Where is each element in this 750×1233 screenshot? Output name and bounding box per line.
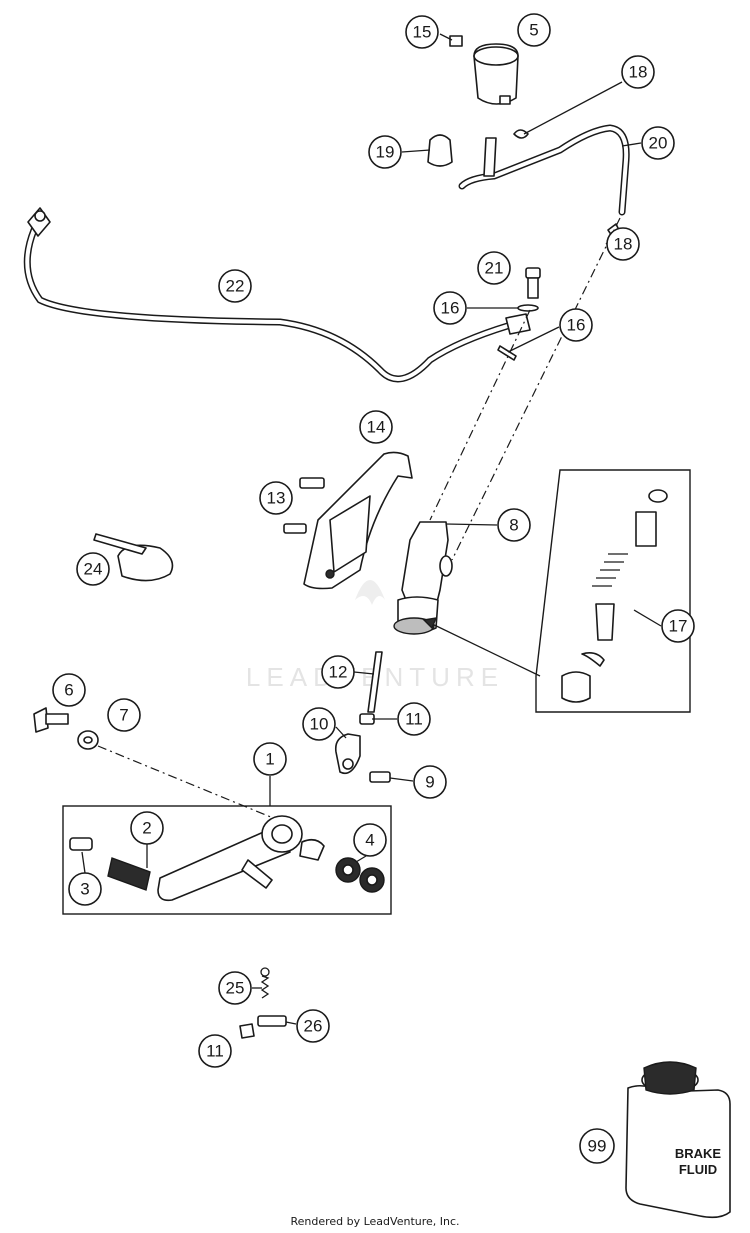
- svg-text:16: 16: [441, 299, 460, 318]
- callout-17: 17: [661, 609, 695, 643]
- callout-24: 24: [76, 552, 110, 586]
- callout-6: 6: [52, 673, 86, 707]
- svg-text:14: 14: [367, 418, 386, 437]
- callout-20: 20: [641, 126, 675, 160]
- svg-text:10: 10: [310, 715, 329, 734]
- callout-14: 14: [359, 410, 393, 444]
- svg-text:18: 18: [629, 63, 648, 82]
- svg-text:26: 26: [304, 1017, 323, 1036]
- svg-text:17: 17: [669, 617, 688, 636]
- callout-1: 1: [253, 742, 287, 776]
- callout-11-upper: 11: [397, 702, 431, 736]
- cable-tie: [93, 533, 174, 582]
- can-label-line2: FLUID: [679, 1162, 717, 1177]
- push-rod: [334, 651, 391, 783]
- callout-5: 5: [517, 13, 551, 47]
- callout-99: 99: [579, 1128, 615, 1164]
- svg-text:99: 99: [588, 1137, 607, 1156]
- leader-lines: [81, 33, 662, 1025]
- svg-text:12: 12: [329, 663, 348, 682]
- svg-text:20: 20: [649, 134, 668, 153]
- svg-text:6: 6: [64, 681, 73, 700]
- svg-text:21: 21: [485, 259, 504, 278]
- callout-18-upper: 18: [621, 55, 655, 89]
- callout-3: 3: [68, 872, 102, 906]
- assembly-line: [451, 217, 621, 561]
- pivot-bolt: [33, 707, 99, 750]
- reservoir-assembly: [427, 35, 529, 167]
- callout-16-left: 16: [433, 291, 467, 325]
- heel-guard: [283, 451, 413, 590]
- svg-text:13: 13: [267, 489, 286, 508]
- svg-text:22: 22: [226, 277, 245, 296]
- svg-text:2: 2: [142, 819, 151, 838]
- callout-9: 9: [413, 765, 447, 799]
- callout-15: 15: [405, 15, 439, 49]
- svg-text:25: 25: [226, 979, 245, 998]
- repair-kit: [422, 469, 691, 713]
- svg-text:18: 18: [614, 235, 633, 254]
- brake-fluid-can: BRAKE FLUID: [625, 1061, 731, 1219]
- callout-10: 10: [302, 707, 336, 741]
- can-label-line1: BRAKE: [675, 1146, 722, 1161]
- callout-11-lower: 11: [198, 1034, 232, 1068]
- svg-text:24: 24: [84, 560, 103, 579]
- master-cylinder: [393, 521, 453, 635]
- svg-text:15: 15: [413, 23, 432, 42]
- callout-19: 19: [368, 135, 402, 169]
- svg-text:11: 11: [206, 1042, 224, 1061]
- callout-8: 8: [497, 508, 531, 542]
- callout-26: 26: [296, 1009, 330, 1043]
- callout-25: 25: [218, 971, 252, 1005]
- callout-12: 12: [321, 655, 355, 689]
- svg-text:11: 11: [405, 710, 423, 729]
- svg-text:19: 19: [376, 143, 395, 162]
- callout-21: 21: [477, 251, 511, 285]
- callout-13: 13: [259, 481, 293, 515]
- svg-text:3: 3: [80, 880, 89, 899]
- callout-2: 2: [130, 811, 164, 845]
- assembly-line: [429, 309, 531, 521]
- brake-line: [23, 207, 531, 383]
- callout-7: 7: [107, 698, 141, 732]
- reservoir-hose: [458, 124, 630, 216]
- svg-text:16: 16: [567, 316, 586, 335]
- assembly-line: [97, 745, 279, 821]
- return-spring: [239, 967, 287, 1039]
- callout-22: 22: [218, 269, 252, 303]
- svg-text:8: 8: [509, 516, 518, 535]
- svg-text:7: 7: [119, 706, 128, 725]
- callout-18-lower: 18: [606, 227, 640, 261]
- callout-4: 4: [353, 823, 387, 857]
- svg-text:5: 5: [529, 21, 538, 40]
- footer-credit: Rendered by LeadVenture, Inc.: [290, 1215, 460, 1228]
- brake-pedal-assembly: [62, 776, 392, 915]
- svg-text:4: 4: [365, 831, 374, 850]
- svg-text:9: 9: [425, 773, 434, 792]
- callout-16-right: 16: [559, 308, 593, 342]
- svg-text:1: 1: [265, 750, 274, 769]
